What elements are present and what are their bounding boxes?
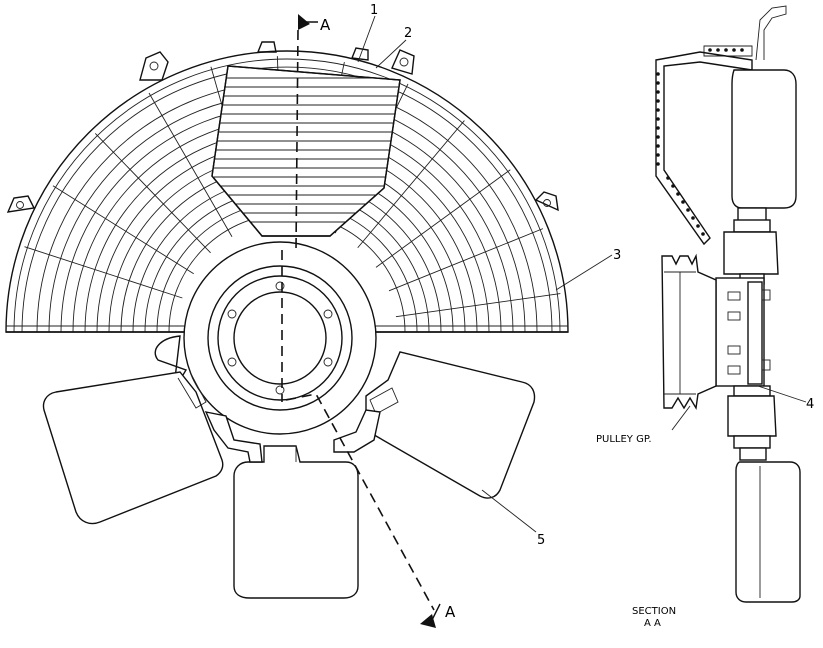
section-mark-top: A [320,16,331,34]
center-grill [211,65,401,237]
callout-3: 3 [613,248,621,263]
fan-blades [42,351,536,599]
pulley-group [661,253,717,411]
fan-hub [145,241,377,435]
callout-2: 2 [404,26,412,41]
section-arrow-top [298,14,318,30]
guard-outer-rim [5,50,569,333]
section-aa-view: 4 PULLEY GP. SECTION A A [596,5,814,629]
callout-1: 1 [370,3,378,18]
flange-bolts [727,289,771,375]
pulley-group-label: PULLEY GP. [596,434,652,445]
callout-4: 4 [806,397,814,412]
callout-5: 5 [537,533,545,548]
section-mark-bottom: A [445,603,456,621]
mounting-tabs [6,41,559,213]
section-caption-line1: SECTION [632,606,676,617]
section-arrow-bottom [420,603,441,628]
section-caption-line2: A A [644,618,661,629]
fan-guard-front-view: A A 1 2 3 5 [5,3,621,628]
